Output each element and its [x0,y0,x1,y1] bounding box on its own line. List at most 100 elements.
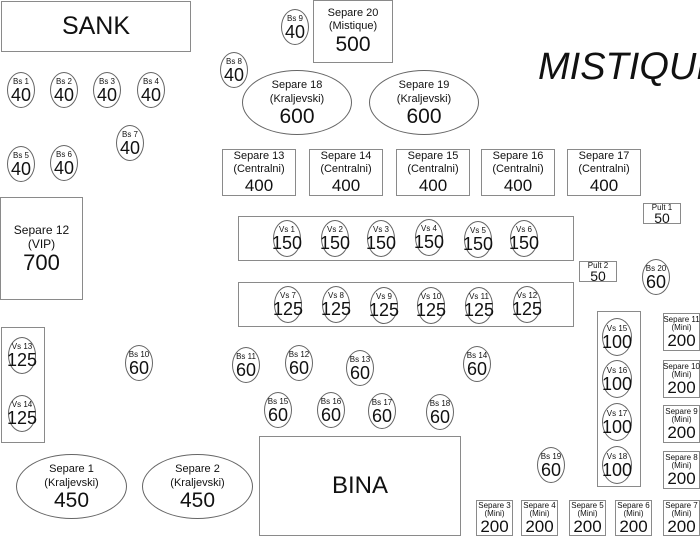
separe-s15[interactable]: Separe 15(Centralni)400 [396,149,470,196]
separe-s17[interactable]: Separe 17(Centralni)400 [567,149,641,196]
seat-price: 60 [349,362,371,383]
seat-price: 60 [429,406,451,427]
separe-price: 200 [619,517,648,536]
separe-s18[interactable]: Separe 18(Kraljevski)600 [242,70,352,135]
seat-label: Bs 13 [349,354,371,364]
seat-price: 60 [235,359,257,380]
separe-s5[interactable]: Separe 5(Mini)200 [569,500,606,536]
separe-name: Separe 20 [327,7,379,19]
seat-price: 125 [415,300,447,320]
seat-label: Bs 3 [98,76,115,86]
separe-type: (Centralni) [492,163,544,175]
separe-price: 400 [503,176,533,195]
seat-price: 125 [368,300,400,320]
seat-price: 125 [320,299,352,319]
separe-name: Separe 13 [233,150,285,162]
separe-s2[interactable]: Separe 2(Kraljevski)450 [142,454,253,519]
venue-title: MISTIQUE [538,46,700,88]
separe-s20[interactable]: Separe 20(Mistique)500 [313,0,393,63]
seat-price: 40 [284,21,306,42]
seat-label: Vs 1 [278,225,295,234]
separe-s7[interactable]: Separe 7(Mini)200 [663,500,700,536]
separe-type: (Kraljevski) [396,92,452,105]
separe-s16[interactable]: Separe 16(Centralni)400 [481,149,555,196]
separe-s8[interactable]: Separe 8(Mini)200 [663,451,700,489]
separe-price: 200 [480,517,509,536]
seat-price: 40 [53,84,75,105]
separe-s4[interactable]: Separe 4(Mini)200 [521,500,558,536]
separe-name: Separe 5 [571,501,604,510]
separe-name: Separe 3 [478,501,511,510]
seat-price: 60 [128,357,150,378]
seat-price: 150 [365,233,397,253]
seat-label: Bs 4 [142,76,159,86]
separe-s10[interactable]: Separe 10(Mini)200 [663,360,700,398]
seat-label: Vs 18 [606,451,628,461]
seat-price: 100 [601,459,633,480]
separe-price: 200 [525,517,554,536]
seat-price: 100 [601,331,633,352]
separe-s6[interactable]: Separe 6(Mini)200 [615,500,652,536]
seat-label: Bs 10 [128,349,150,359]
separe-s12[interactable]: Separe 12(VIP)700 [0,197,83,300]
separe-type: (Centralni) [578,163,630,175]
separe-s14[interactable]: Separe 14(Centralni)400 [309,149,383,196]
seat-price: 60 [320,404,342,425]
separe-s9[interactable]: Separe 9(Mini)200 [663,405,700,443]
separe-s11[interactable]: Separe 11(Mini)200 [663,313,700,351]
separe-name: Separe 4 [523,501,556,510]
seat-price: 150 [319,233,351,253]
separe-type: (Mini) [671,415,692,424]
separe-s3[interactable]: Separe 3(Mini)200 [476,500,513,536]
separe-price: 400 [244,176,274,195]
separe-s19[interactable]: Separe 19(Kraljevski)600 [369,70,479,135]
separe-s1[interactable]: Separe 1(Kraljevski)450 [16,454,127,519]
seat-label: Bs 14 [466,350,488,360]
separe-price: 200 [667,469,696,488]
separe-s13[interactable]: Separe 13(Centralni)400 [222,149,296,196]
seat-label: Vs 17 [606,408,628,418]
separe-type: (Mini) [671,461,692,470]
stage-area: BINA [259,436,461,536]
